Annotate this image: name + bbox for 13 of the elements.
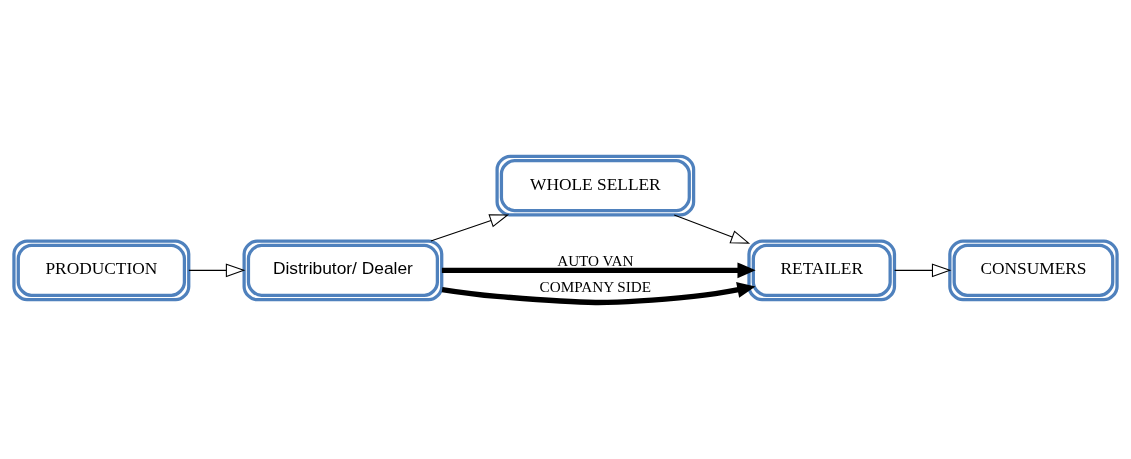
node-box: PRODUCTION: [12, 239, 191, 302]
arrow: [430, 214, 510, 242]
edge-label: COMPANY SIDE: [539, 278, 652, 296]
arrow: [188, 263, 246, 278]
node-box: Distributor/ Dealer: [242, 239, 444, 302]
edge-label: AUTO VAN: [557, 252, 634, 270]
arrow: [441, 262, 756, 279]
arrow: [894, 263, 952, 278]
node-box: RETAILER: [747, 239, 897, 302]
node-box: WHOLE SELLER: [495, 154, 696, 217]
arrow: [441, 282, 756, 306]
node-box: CONSUMERS: [948, 239, 1119, 302]
arrow: [673, 214, 751, 244]
